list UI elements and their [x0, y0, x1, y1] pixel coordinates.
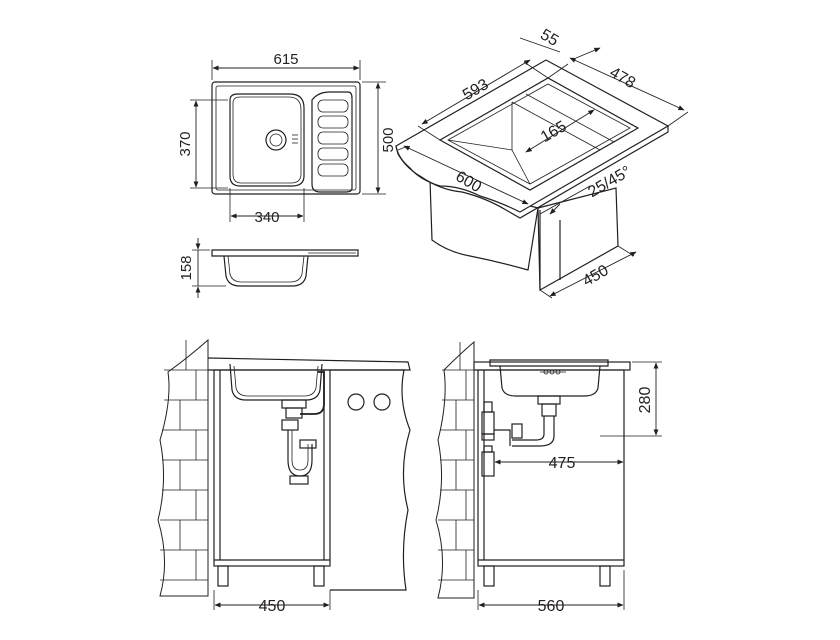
dim-55: 55 — [537, 26, 561, 50]
dim-615: 615 — [273, 51, 298, 68]
front-side-panel — [330, 369, 411, 591]
isometric-view: 593 55 478 165 600 25/45° 450 — [395, 26, 689, 299]
drainboard-ribs — [317, 99, 349, 177]
outlet-right — [373, 393, 391, 411]
dim-iso-450: 450 — [580, 262, 612, 290]
outlet-left — [347, 393, 365, 411]
dim-158: 158 — [178, 255, 195, 280]
front-cabinet — [213, 369, 331, 567]
bowl — [229, 93, 305, 187]
profile-view: 158 — [178, 238, 359, 298]
sink-outline — [211, 81, 361, 195]
profile-rim — [211, 249, 359, 257]
side-sink-rim — [489, 359, 609, 367]
dim-500: 500 — [380, 127, 397, 152]
dim-340: 340 — [254, 209, 279, 226]
profile-bowl — [223, 255, 309, 287]
dim-560: 560 — [538, 598, 565, 615]
front-installation-view: 450 — [157, 338, 411, 615]
drain — [265, 129, 287, 151]
dim-280: 280 — [637, 387, 654, 414]
drainboard — [311, 91, 353, 193]
side-installation-view: 280 475 560 — [435, 340, 662, 615]
dim-478: 478 — [606, 64, 638, 92]
dim-370: 370 — [177, 131, 194, 156]
dim-front-450: 450 — [259, 598, 286, 615]
sink-rim — [215, 85, 357, 191]
front-bowl — [229, 363, 323, 401]
dim-475: 475 — [549, 455, 576, 472]
side-wall — [435, 340, 475, 599]
top-view: 615 500 370 340 — [177, 51, 397, 226]
front-countertop — [207, 357, 411, 371]
front-wall — [157, 338, 209, 597]
